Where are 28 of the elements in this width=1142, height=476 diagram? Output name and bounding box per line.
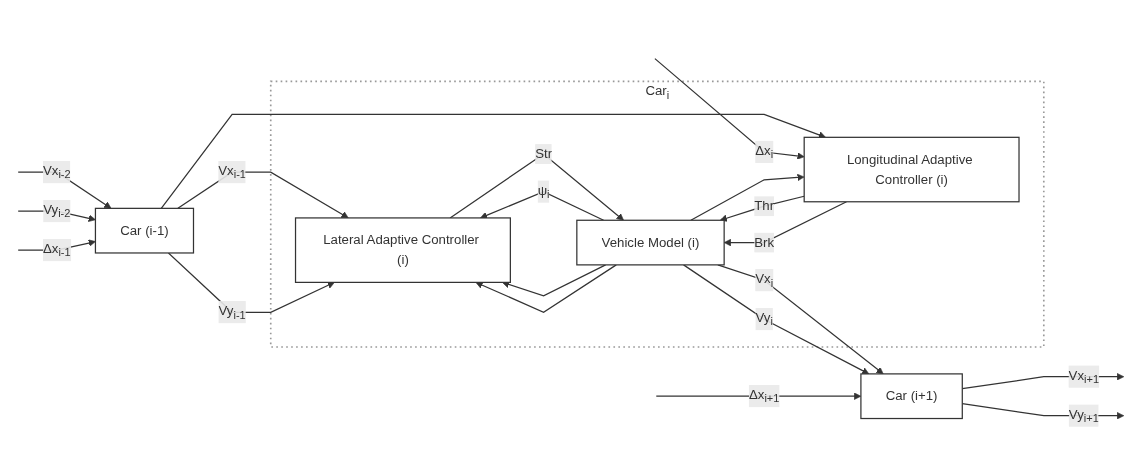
- process-box: Car (i+1): [860, 373, 963, 420]
- arrow: [502, 264, 607, 297]
- edge-label: ψ$_{i}$: [537, 180, 550, 203]
- arrow: [719, 195, 805, 222]
- edge-label: Vy$_{i}$: [755, 308, 773, 331]
- edge-label: Thr: [754, 196, 775, 217]
- edge-label: Vx$_{i-2}$: [42, 160, 71, 184]
- edge-label: Vx$_{i+1}$: [1068, 365, 1100, 388]
- arrow: [480, 191, 605, 221]
- edge-label: Vy$_{i-1}$: [218, 301, 246, 324]
- arrow: [682, 264, 870, 375]
- edge-label: Vy$_{i-2}$: [43, 199, 71, 223]
- edge-label: Δx$_{i}$: [755, 140, 774, 164]
- arrow: [160, 113, 826, 209]
- edge-label: Vy$_{i+1}$: [1068, 404, 1099, 427]
- edge-label: Δx$_{i+1}$: [748, 385, 780, 408]
- process-box: Longitudinal Adaptive Controller (i): [803, 136, 1020, 203]
- arrow: [475, 264, 617, 313]
- process-box: Car (i-1): [94, 207, 195, 254]
- edge-label: Str: [535, 144, 553, 164]
- arrow: [654, 58, 805, 160]
- process-box: Lateral Adaptive Controller (i): [294, 217, 511, 283]
- edge-label: Δx$_{i-1}$: [42, 238, 71, 262]
- edge-label: Vx$_{i-1}$: [218, 160, 246, 184]
- arrow: [690, 173, 805, 221]
- edge-label: Brk: [754, 232, 775, 253]
- process-box: Vehicle Model (i): [576, 219, 725, 266]
- edge-label: Vx$_{i}$: [755, 269, 774, 292]
